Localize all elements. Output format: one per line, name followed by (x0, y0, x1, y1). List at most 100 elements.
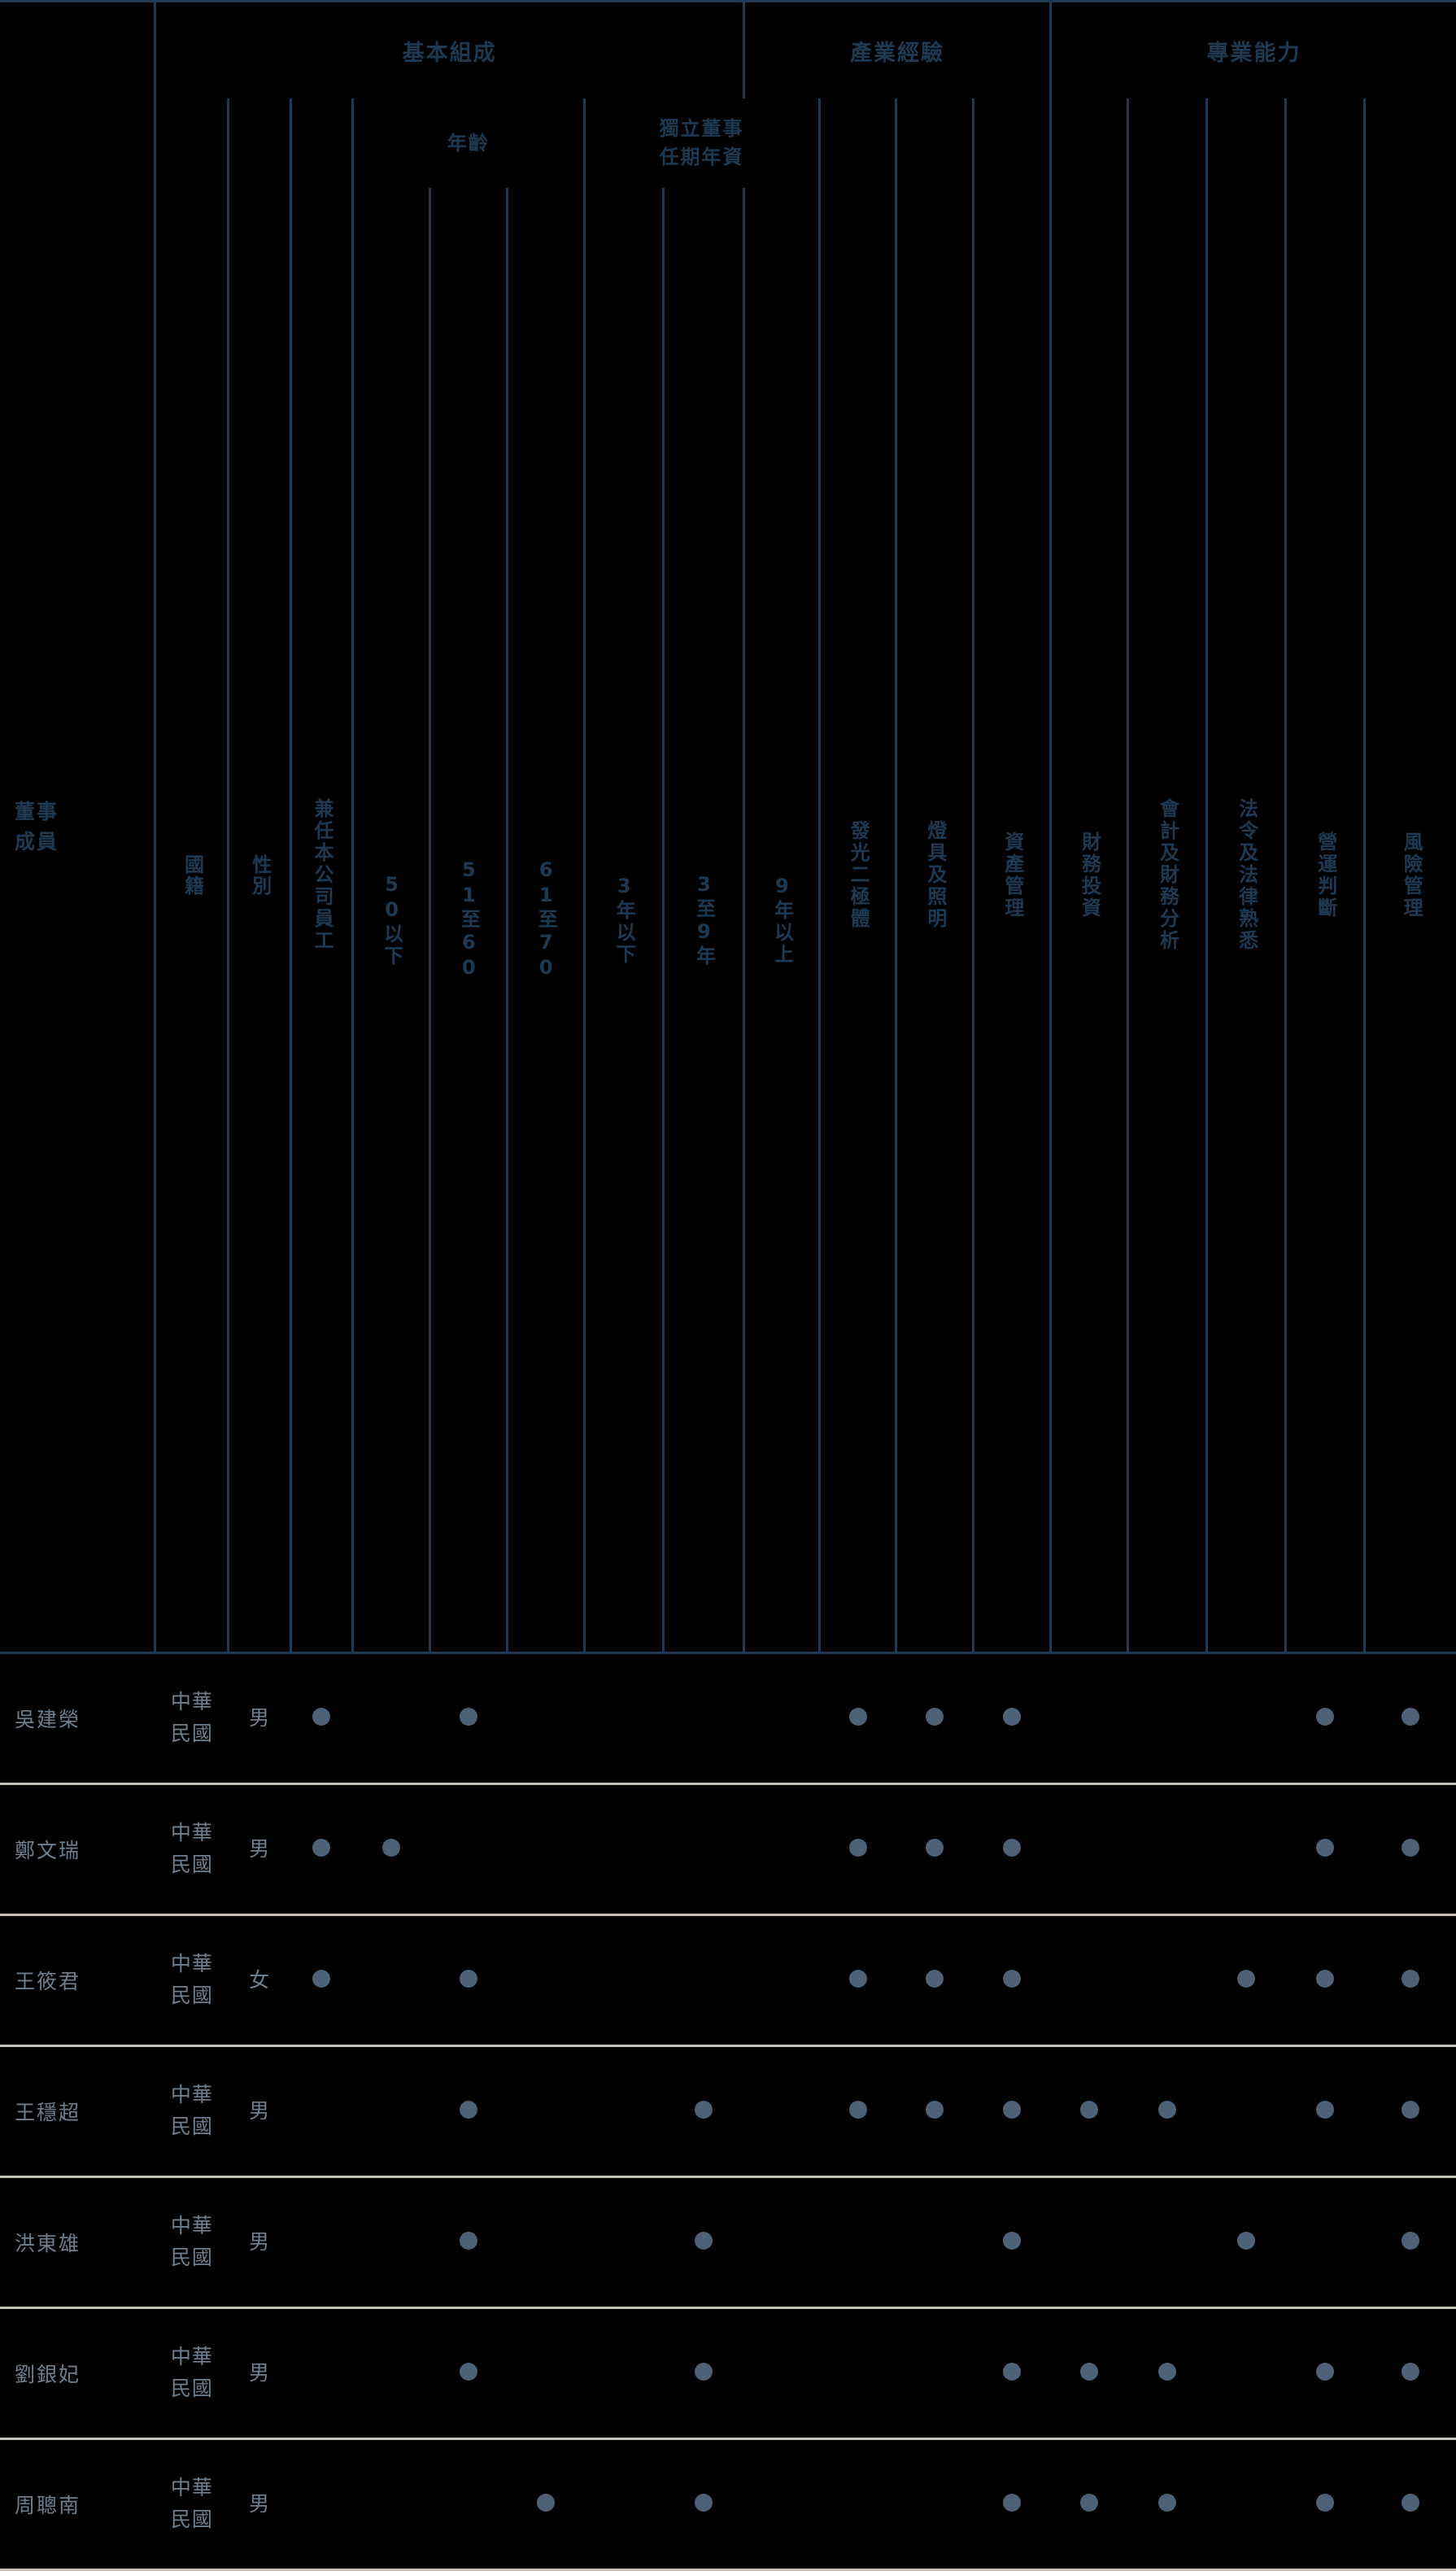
mark-cell-age-61-70 (507, 2046, 584, 2177)
empty-cell (849, 2232, 867, 2250)
subgroup-tenure-line1: 獨立董事 (660, 117, 744, 140)
empty-cell (312, 2494, 330, 2512)
mark-cell-asset-mgmt (974, 1653, 1051, 1784)
filled-dot-icon (1316, 1970, 1334, 1988)
empty-cell (312, 2232, 330, 2250)
filled-dot-icon (1237, 1970, 1255, 1988)
director-gender: 男 (229, 2177, 290, 2308)
empty-cell (537, 2101, 555, 2119)
mark-cell-tenure-gt9 (744, 2177, 820, 2308)
col-header-asset-management: 資產管理 (974, 98, 1051, 1653)
filled-dot-icon (312, 1970, 330, 1988)
mark-cell-operations (1286, 2308, 1365, 2439)
mark-cell-age-51-60 (429, 1653, 507, 1784)
mark-cell-age-51-60 (429, 1784, 507, 1915)
filled-dot-icon (849, 1970, 867, 1988)
mark-cell-age-61-70 (507, 2177, 584, 2308)
filled-dot-icon (1316, 2494, 1334, 2512)
filled-dot-icon (849, 1708, 867, 1726)
empty-cell (1158, 1708, 1176, 1726)
mark-cell-tenure-3-9 (663, 2046, 743, 2177)
col-header-age-61-70: 61至70 (507, 188, 584, 1653)
subgroup-header-tenure: 獨立董事任期年資 (584, 98, 819, 188)
filled-dot-icon (1080, 2494, 1098, 2512)
mark-cell-accounting (1127, 2177, 1206, 2308)
director-name: 劉銀妃 (0, 2308, 155, 2439)
mark-cell-tenure-3-9 (663, 2177, 743, 2308)
header-subgroup-row: 國籍 性別 兼任本公司員工 年齡 獨立董事任期年資 發光二極體 燈具及照明 (0, 98, 1456, 188)
mark-cell-asset-mgmt (974, 1915, 1051, 2046)
filled-dot-icon (460, 1708, 477, 1726)
mark-cell-employee (290, 2177, 352, 2308)
empty-cell (382, 1708, 400, 1726)
filled-dot-icon (1402, 2363, 1419, 2381)
mark-cell-fin-invest (1051, 2439, 1128, 2570)
col-header-employee: 兼任本公司員工 (290, 98, 352, 1653)
filled-dot-icon (382, 1839, 400, 1857)
mark-cell-age-50 (353, 2439, 430, 2570)
filled-dot-icon (460, 2101, 477, 2119)
mark-cell-operations (1286, 1915, 1365, 2046)
filled-dot-icon (1003, 1839, 1021, 1857)
mark-cell-legal (1206, 1653, 1285, 1784)
mark-cell-tenure-3-9 (663, 1784, 743, 1915)
director-nationality: 中華民國 (155, 2439, 229, 2570)
filled-dot-icon (1402, 2101, 1419, 2119)
table-row: 劉銀妃中華民國男 (0, 2308, 1456, 2439)
empty-cell (460, 2494, 477, 2512)
filled-dot-icon (312, 1839, 330, 1857)
filled-dot-icon (1003, 2232, 1021, 2250)
empty-cell (1158, 1970, 1176, 1988)
row-header-line1: 董事 (15, 800, 59, 823)
filled-dot-icon (1316, 1708, 1334, 1726)
table-row: 周聰南中華民國男 (0, 2439, 1456, 2570)
row-header-line2: 成員 (15, 830, 59, 853)
col-header-legal-knowledge: 法令及法律熟悉 (1206, 98, 1285, 1653)
mark-cell-risk (1365, 2046, 1456, 2177)
empty-cell (773, 2232, 791, 2250)
mark-cell-tenure-lt3 (584, 2439, 663, 2570)
director-nationality: 中華民國 (155, 2177, 229, 2308)
filled-dot-icon (695, 2101, 713, 2119)
filled-dot-icon (1080, 2101, 1098, 2119)
empty-cell (615, 1708, 633, 1726)
mark-cell-risk (1365, 1653, 1456, 1784)
mark-cell-legal (1206, 1915, 1285, 2046)
mark-cell-operations (1286, 2177, 1365, 2308)
filled-dot-icon (1402, 1970, 1419, 1988)
empty-cell (773, 1839, 791, 1857)
mark-cell-led (819, 2439, 896, 2570)
mark-cell-lighting (896, 2046, 974, 2177)
mark-cell-age-51-60 (429, 1915, 507, 2046)
mark-cell-employee (290, 1915, 352, 2046)
filled-dot-icon (1003, 1970, 1021, 1988)
mark-cell-tenure-lt3 (584, 2308, 663, 2439)
empty-cell (537, 1970, 555, 1988)
subgroup-tenure-line2: 任期年資 (660, 146, 744, 168)
mark-cell-employee (290, 2046, 352, 2177)
mark-cell-legal (1206, 2308, 1285, 2439)
mark-cell-lighting (896, 1653, 974, 1784)
director-gender: 男 (229, 2308, 290, 2439)
mark-cell-led (819, 1915, 896, 2046)
matrix-body: 吳建榮中華民國男鄭文瑞中華民國男王筱君中華民國女王穩超中華民國男洪東雄中華民國男… (0, 1653, 1456, 2570)
mark-cell-tenure-gt9 (744, 2439, 820, 2570)
empty-cell (1158, 2232, 1176, 2250)
matrix-header: 董事成員 基本組成 產業經驗 專業能力 國籍 性別 兼任本公司員工 年齡 (0, 2, 1456, 1653)
mark-cell-legal (1206, 1784, 1285, 1915)
empty-cell (312, 2363, 330, 2381)
mark-cell-led (819, 1653, 896, 1784)
empty-cell (695, 1839, 713, 1857)
col-header-tenure-under-3: 3年以下 (584, 188, 663, 1653)
empty-cell (312, 2101, 330, 2119)
table-row: 吳建榮中華民國男 (0, 1653, 1456, 1784)
mark-cell-lighting (896, 2177, 974, 2308)
mark-cell-tenure-3-9 (663, 2308, 743, 2439)
filled-dot-icon (1402, 2494, 1419, 2512)
mark-cell-age-61-70 (507, 1653, 584, 1784)
col-header-led: 發光二極體 (819, 98, 896, 1653)
mark-cell-operations (1286, 1784, 1365, 1915)
filled-dot-icon (926, 1970, 944, 1988)
director-nationality: 中華民國 (155, 1653, 229, 1784)
filled-dot-icon (849, 2101, 867, 2119)
